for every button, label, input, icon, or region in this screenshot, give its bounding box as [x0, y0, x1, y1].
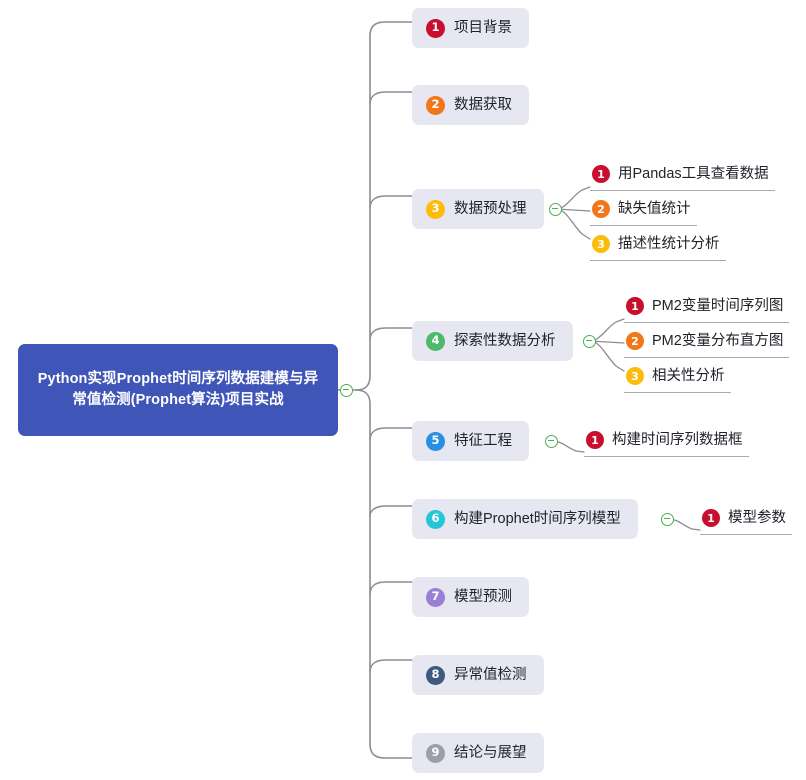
branch-badge-3: 3 [426, 199, 445, 219]
branch-label-9: 结论与展望 [454, 744, 527, 761]
branch-4-collapse-toggle[interactable] [583, 334, 596, 348]
branch-badge-8: 8 [426, 665, 445, 685]
branch-node-6[interactable]: 6 构建Prophet时间序列模型 [412, 499, 638, 539]
branch-label-2: 数据获取 [454, 96, 512, 113]
leaf-badge-4-2: 2 [626, 332, 644, 350]
leaf-label-4-2: PM2变量分布直方图 [652, 332, 784, 349]
leaf-node-3-2[interactable]: 2 缺失值统计 [590, 196, 697, 226]
root-node-label: Python实现Prophet时间序列数据建模与异常值检测(Prophet算法)… [37, 371, 319, 408]
branch-label-5: 特征工程 [454, 432, 512, 449]
leaf-badge-3-3: 3 [592, 235, 610, 253]
branch-badge-2: 2 [426, 95, 445, 115]
leaf-label-3-3: 描述性统计分析 [618, 235, 720, 252]
branch-3-collapse-toggle[interactable] [549, 202, 562, 216]
leaf-badge-5-1: 1 [586, 431, 604, 449]
leaf-badge-4-3: 3 [626, 367, 644, 385]
branch-node-5[interactable]: 5 特征工程 [412, 421, 529, 461]
leaf-node-3-3[interactable]: 3 描述性统计分析 [590, 231, 726, 261]
branch-node-8[interactable]: 8 异常值检测 [412, 655, 544, 695]
branch-label-1: 项目背景 [454, 19, 512, 36]
leaf-label-3-1: 用Pandas工具查看数据 [618, 165, 769, 182]
branch-label-7: 模型预测 [454, 588, 512, 605]
leaf-label-4-3: 相关性分析 [652, 367, 725, 384]
branch-label-6: 构建Prophet时间序列模型 [454, 510, 621, 527]
leaf-node-5-1[interactable]: 1 构建时间序列数据框 [584, 427, 749, 457]
leaf-badge-4-1: 1 [626, 297, 644, 315]
leaf-badge-6-1: 1 [702, 509, 720, 527]
branch-badge-5: 5 [426, 431, 445, 451]
branch-label-3: 数据预处理 [454, 200, 527, 217]
leaf-label-4-1: PM2变量时间序列图 [652, 297, 784, 314]
leaf-label-5-1: 构建时间序列数据框 [612, 431, 743, 448]
leaf-node-4-3[interactable]: 3 相关性分析 [624, 363, 731, 393]
branch-badge-6: 6 [426, 509, 445, 529]
leaf-node-6-1[interactable]: 1 模型参数 [700, 505, 792, 535]
leaf-node-4-2[interactable]: 2 PM2变量分布直方图 [624, 328, 790, 358]
leaf-node-3-1[interactable]: 1 用Pandas工具查看数据 [590, 161, 775, 191]
branch-badge-1: 1 [426, 18, 445, 38]
branch-badge-4: 4 [426, 331, 445, 351]
branch-badge-7: 7 [426, 587, 445, 607]
root-node[interactable]: Python实现Prophet时间序列数据建模与异常值检测(Prophet算法)… [18, 344, 338, 436]
leaf-badge-3-2: 2 [592, 200, 610, 218]
branch-node-4[interactable]: 4 探索性数据分析 [412, 321, 573, 361]
root-collapse-toggle[interactable] [340, 383, 353, 397]
branch-node-3[interactable]: 3 数据预处理 [412, 189, 544, 229]
leaf-label-6-1: 模型参数 [728, 509, 786, 526]
branch-node-2[interactable]: 2 数据获取 [412, 85, 529, 125]
branch-label-8: 异常值检测 [454, 666, 527, 683]
leaf-node-4-1[interactable]: 1 PM2变量时间序列图 [624, 293, 790, 323]
branch-label-4: 探索性数据分析 [454, 332, 556, 349]
branch-5-collapse-toggle[interactable] [545, 434, 558, 448]
branch-node-7[interactable]: 7 模型预测 [412, 577, 529, 617]
branch-node-1[interactable]: 1 项目背景 [412, 8, 529, 48]
branch-badge-9: 9 [426, 743, 445, 763]
leaf-label-3-2: 缺失值统计 [618, 200, 691, 217]
branch-6-collapse-toggle[interactable] [661, 512, 674, 526]
branch-node-9[interactable]: 9 结论与展望 [412, 733, 544, 773]
leaf-badge-3-1: 1 [592, 165, 610, 183]
